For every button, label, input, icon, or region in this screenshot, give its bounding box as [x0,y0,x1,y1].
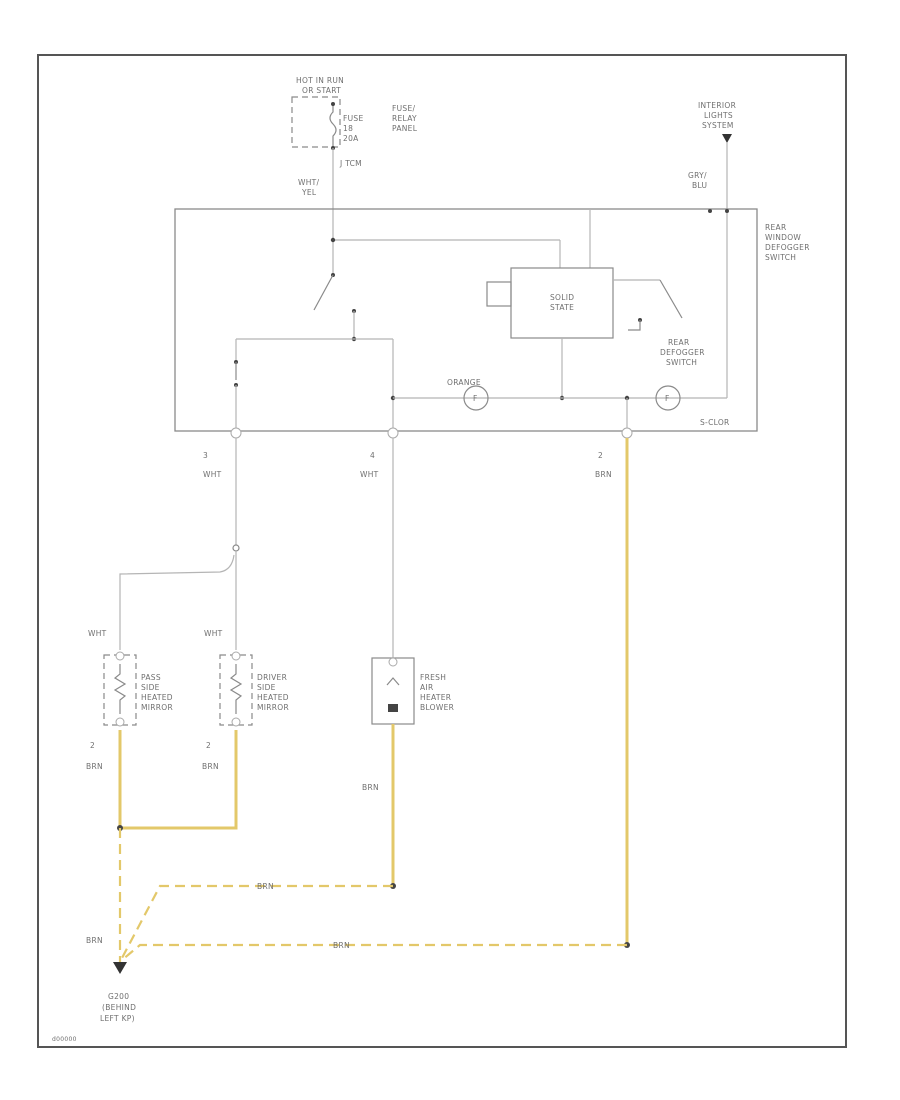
lamp-mark: F [473,394,478,403]
switch-contact-bracket [628,320,641,331]
defogger-indicator-lamp [655,385,681,411]
hot-in-run-label-1: HOT IN RUN [296,76,344,85]
driver-mirror-label-1: DRIVER [257,673,287,682]
connector-pin-2 [621,427,633,439]
pin-number-right: 2 [598,451,603,460]
rear-window-defogger-label-2: WINDOW [765,233,801,242]
wire-color-brn-dash-2: BRN [333,941,350,950]
brn-dashed-wire-defogger [121,943,627,961]
solid-state-tab [486,281,512,307]
rear-defogger-switch-label-2: DEFOGGER [660,348,705,357]
blower-pin-1 [388,657,398,667]
pass-mirror-label-1: PASS [141,673,161,682]
pass-mirror-label-2: SIDE [141,683,160,692]
fuse-panel-label-1: FUSE/ [392,104,416,113]
connector-pin-4 [387,427,399,439]
interior-lights-connector-icon [722,134,732,143]
fuse-label-3: 20A [343,134,359,143]
rear-window-defogger-label-3: DEFOGGER [765,243,810,252]
rear-defogger-switch-label-3: SWITCH [666,358,697,367]
gry-blu-label-1: GRY/ [688,171,707,180]
defogger-switch-contact [659,279,683,319]
driver-mirror-label-4: MIRROR [257,703,289,712]
wire-color-brn-dash-1: BRN [257,882,274,891]
orange-indicator-lamp [463,385,489,411]
pass-mirror-label-3: HEATED [141,693,173,702]
wire-color-wht-driver: WHT [204,629,223,638]
s-connector-label: S-CLOR [700,418,730,427]
pin-number-left: 3 [203,451,208,460]
junction-dot [330,237,336,243]
rear-window-defogger-label-4: SWITCH [765,253,796,262]
wire-color-brn-ground: BRN [86,936,103,945]
rear-window-defogger-label-1: REAR [765,223,787,232]
rear-defogger-switch-label-1: REAR [668,338,690,347]
fuse-symbol [329,104,337,148]
wire-color-brn-driver: BRN [202,762,219,771]
fuse-label-1: FUSE [343,114,364,123]
wire-color-wht-pass: WHT [88,629,107,638]
fuse-panel-label-3: PANEL [392,124,418,133]
brn-dashed-wire-blower [121,884,393,959]
fresh-air-blower-label-1: FRESH [420,673,446,682]
pass-mirror-label-4: MIRROR [141,703,173,712]
blower-motor-icon [388,704,398,712]
ground-label-2: (BEHIND [102,1003,136,1012]
heater-element-icon [229,664,243,714]
connector-pin-3 [230,427,242,439]
fuse-relay-panel-outline [291,96,341,148]
interior-lights-label-1: INTERIOR [698,101,736,110]
brn-wire-driver [120,730,238,830]
pass-mirror-pin-1 [115,651,125,661]
fuse-panel-label-2: RELAY [392,114,417,123]
junction-dot [708,209,712,213]
pin-number-mid: 4 [370,451,375,460]
fresh-air-blower-label-2: AIR [420,683,433,692]
wire-color-brn-right: BRN [595,470,612,479]
solid-state-label-1: SOLID [550,293,574,302]
driver-mirror-pin-1 [231,651,241,661]
pin-number-driver-bottom: 2 [206,741,211,750]
diagram-id: d00000 [52,1036,77,1043]
interior-lights-label-2: LIGHTS [704,111,733,120]
wht-yel-label-1: WHT/ [298,178,320,187]
driver-mirror-label-3: HEATED [257,693,289,702]
ground-label-3: LEFT KP) [100,1014,135,1023]
driver-mirror-label-2: SIDE [257,683,276,692]
wire-color-wht-mid: WHT [360,470,379,479]
orange-lamp-label: ORANGE [447,378,481,387]
hot-in-run-label-2: OR START [302,86,341,95]
driver-mirror-pin-2 [231,717,241,727]
wire-color-brn-pass: BRN [86,762,103,771]
tcm-pin-label: J TCM [339,159,362,168]
splice-point [232,544,240,552]
wire-color-brn-blower: BRN [362,783,379,792]
defogger-switch-box [174,208,758,432]
ground-icon [113,962,127,974]
lamp-mark: F [665,394,670,403]
fuse-terminal-top [331,102,335,106]
interior-lights-label-3: SYSTEM [702,121,734,130]
blower-outline [371,657,415,725]
fresh-air-blower-label-3: HEATER [420,693,451,702]
relay-contact-switch [313,274,334,311]
diagram-frame [37,54,847,1048]
solid-state-label-2: STATE [550,303,574,312]
junction-dot [725,209,729,213]
wht-yel-label-2: YEL [301,188,317,197]
blower-motor-icon [386,677,400,686]
wht-wire-splice [119,554,235,650]
wire-color-wht-left: WHT [203,470,222,479]
heater-element-icon [113,664,127,714]
pin-number-pass-bottom: 2 [90,741,95,750]
fresh-air-blower-label-4: BLOWER [420,703,454,712]
fuse-label-2: 18 [343,124,353,133]
pass-mirror-pin-2 [115,717,125,727]
ground-label-1: G200 [108,992,129,1001]
gry-blu-label-2: BLU [692,181,707,190]
